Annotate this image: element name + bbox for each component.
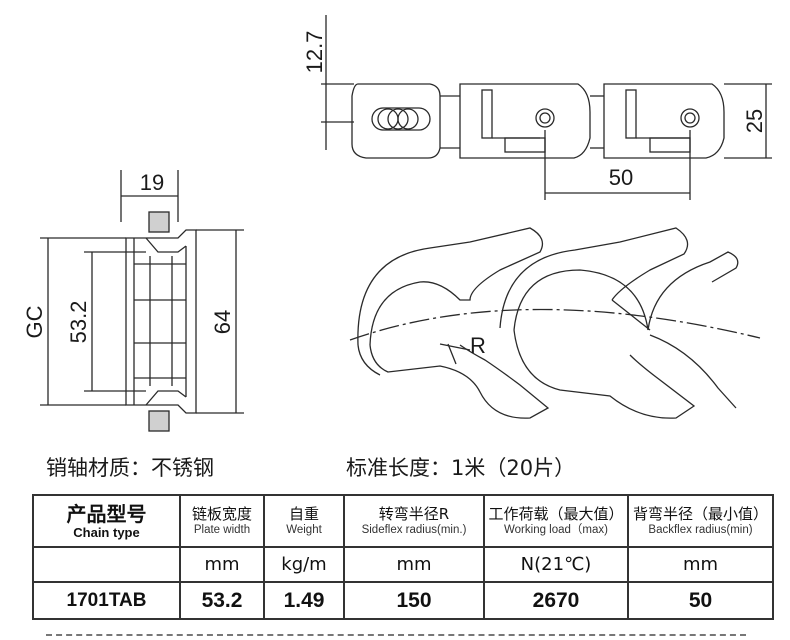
- dim-53-2: 53.2: [66, 301, 91, 344]
- product-type-en: Chain type: [73, 524, 140, 540]
- dim-64: 64: [210, 310, 235, 334]
- dim-19: 19: [140, 170, 164, 195]
- chain-type-value: 1701TAB: [32, 581, 181, 620]
- header-weight: 自重 Weight: [263, 494, 345, 548]
- dim-25: 25: [742, 109, 767, 133]
- unit-weight: kg/m: [263, 546, 345, 583]
- working-load-en: Working load（max): [504, 524, 608, 536]
- radius-label: R: [470, 333, 486, 358]
- unit-sideflex: mm: [343, 546, 485, 583]
- dim-12-7: 12.7: [302, 31, 327, 74]
- header-product-type: 产品型号 Chain type: [32, 494, 181, 548]
- weight-value: 1.49: [263, 581, 345, 620]
- section-view: [40, 170, 244, 432]
- table-row: 1701TAB 53.2 1.49 150 2670 50: [32, 581, 774, 620]
- header-plate-width: 链板宽度 Plate width: [179, 494, 265, 548]
- unit-backflex: mm: [627, 546, 774, 583]
- unit-plate-width: mm: [179, 546, 265, 583]
- technical-drawing: 12.7 25 50 19 GC 53.2 64 R: [22, 15, 772, 432]
- weight-cn: 自重: [288, 505, 319, 523]
- product-type-cn: 产品型号: [66, 501, 147, 526]
- header-sideflex: 转弯半径R Sideflex radius(min.): [343, 494, 485, 548]
- backflex-value: 50: [627, 581, 774, 620]
- plate-width-en: Plate width: [193, 524, 251, 536]
- bottom-view: [349, 227, 761, 419]
- header-row: 产品型号 Chain type 链板宽度 Plate width 自重 Weig…: [32, 494, 774, 548]
- standard-length-info: 标准长度：1米（20片）: [346, 456, 576, 480]
- sideflex-value: 150: [343, 581, 485, 620]
- backflex-cn: 背弯半径（最小值）: [632, 505, 768, 523]
- backflex-en: Backflex radius(min): [648, 524, 753, 536]
- working-load-value: 2670: [483, 581, 629, 620]
- sideflex-en: Sideflex radius(min.): [361, 524, 467, 536]
- plate-width-value: 53.2: [179, 581, 265, 620]
- plate-width-cn: 链板宽度: [191, 505, 252, 523]
- weight-en: Weight: [286, 524, 322, 536]
- top-view: [321, 15, 772, 200]
- header-working-load: 工作荷载（最大值） Working load（max): [483, 494, 629, 548]
- working-load-cn: 工作荷载（最大值）: [488, 505, 624, 523]
- dim-gc: GC: [22, 305, 47, 338]
- dashed-divider: [46, 634, 746, 636]
- material-info: 销轴材质：不锈钢: [46, 456, 214, 480]
- units-blank: [32, 546, 181, 582]
- dim-50: 50: [609, 165, 633, 190]
- spec-table: 产品型号 Chain type 链板宽度 Plate width 自重 Weig…: [32, 494, 774, 620]
- sideflex-cn: 转弯半径R: [378, 505, 450, 523]
- header-backflex: 背弯半径（最小值） Backflex radius(min): [627, 494, 774, 548]
- unit-working-load: N(21℃): [483, 546, 629, 583]
- units-row: mm kg/m mm N(21℃) mm: [32, 546, 774, 583]
